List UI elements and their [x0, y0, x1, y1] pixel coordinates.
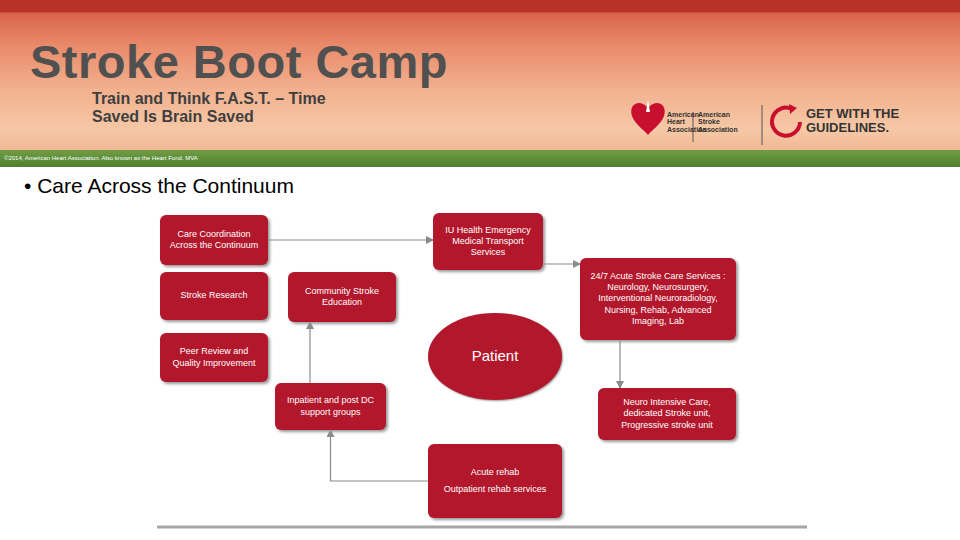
service-box: Acute rehabOutpatient rehab services — [428, 444, 562, 518]
flow-arrow — [619, 340, 620, 388]
node-text: Community Stroke Education — [294, 286, 390, 309]
service-box: Neuro Intensive Care, dedicated Stroke u… — [598, 388, 736, 440]
node-text: Peer Review and Quality Improvement — [166, 346, 262, 369]
copyright-note: ©2014, American Heart Association. Also … — [4, 155, 198, 161]
logo-text: American Stroke Association — [698, 111, 742, 133]
patient-ellipse: Patient — [428, 313, 562, 400]
heart-logo — [631, 100, 665, 135]
flow-arrow — [331, 430, 429, 481]
service-box: Stroke Research — [160, 272, 268, 320]
node-text: Acute rehab — [471, 467, 520, 478]
bullet-heading: • Care Across the Continuum — [24, 174, 294, 198]
service-box: Inpatient and post DC support groups — [275, 383, 386, 430]
node-text: Patient — [472, 347, 519, 366]
node-text: Care Coordination Across the Continuum — [166, 229, 262, 252]
slide-title: Stroke Boot Camp — [30, 34, 448, 89]
logo-divider — [762, 105, 763, 145]
flow-arrow — [268, 239, 433, 240]
service-box: Community Stroke Education — [288, 272, 396, 322]
service-box: Peer Review and Quality Improvement — [160, 333, 268, 382]
service-box: IU Health Emergency Medical Transport Se… — [433, 213, 543, 270]
node-text: Neuro Intensive Care, dedicated Stroke u… — [604, 397, 730, 431]
service-box: Care Coordination Across the Continuum — [160, 215, 268, 265]
service-box: 24/7 Acute Stroke Care Services : Neurol… — [580, 258, 736, 340]
logo-text: American Heart Association — [667, 111, 693, 133]
divider-line — [157, 526, 807, 529]
flow-arrow — [543, 263, 580, 264]
node-text: IU Health Emergency Medical Transport Se… — [439, 225, 537, 259]
subtitle: Train and Think F.A.S.T. – Time Saved Is… — [92, 90, 337, 127]
node-text: 24/7 Acute Stroke Care Services : Neurol… — [586, 271, 730, 327]
logo-text: GET WITH THE GUIDELINES. — [806, 107, 936, 136]
node-text: Outpatient rehab services — [444, 484, 547, 495]
node-text: Inpatient and post DC support groups — [281, 395, 380, 418]
flow-arrow — [309, 322, 310, 383]
node-text: Stroke Research — [180, 290, 247, 301]
guidelines-logo — [772, 104, 800, 136]
